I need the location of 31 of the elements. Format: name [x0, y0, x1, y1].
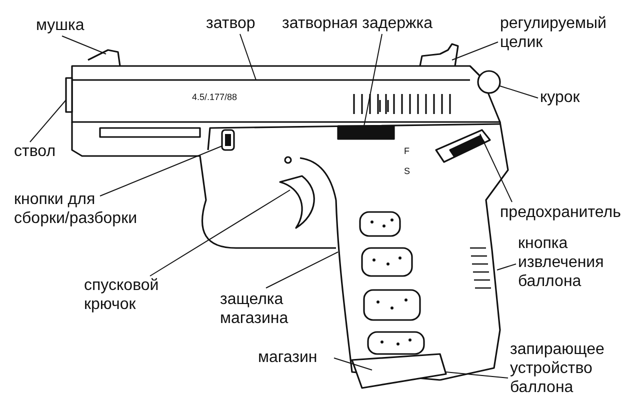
leader-line: [446, 372, 508, 378]
engraved-marking: 4.5/.177/88: [192, 92, 238, 102]
leader-line: [500, 86, 538, 98]
part-label: кнопки для сборки/разборки: [14, 190, 154, 228]
leader-line: [240, 34, 256, 80]
leader-line: [100, 146, 222, 196]
leader-line: [150, 190, 290, 276]
part-label: курок: [540, 88, 600, 107]
leader-line: [364, 34, 382, 126]
part-label: затвор: [206, 14, 276, 33]
part-label: защелка магазина: [220, 290, 320, 328]
leader-line: [62, 36, 106, 54]
leader-line: [30, 100, 66, 142]
leader-line: [480, 134, 512, 202]
engraved-marking: S: [404, 166, 410, 176]
part-label: регулируемый целик: [500, 14, 630, 52]
leader-line: [334, 358, 372, 370]
takedown-button-drawing: [221, 129, 235, 151]
engraved-marking: F: [404, 146, 410, 156]
part-label: ствол: [14, 142, 74, 161]
part-label: кнопка извлечения баллона: [518, 234, 628, 291]
leader-line: [266, 252, 338, 288]
part-label: мушка: [36, 16, 106, 35]
hammer-drawing: [477, 70, 501, 94]
leader-line: [452, 42, 498, 60]
part-label: предохранитель: [500, 203, 635, 222]
part-label: запирающее устройство баллона: [510, 340, 635, 397]
part-label: спусковой крючок: [84, 276, 184, 314]
part-label: затворная задержка: [282, 14, 482, 33]
part-label: магазин: [258, 348, 338, 367]
leader-line: [496, 264, 516, 270]
